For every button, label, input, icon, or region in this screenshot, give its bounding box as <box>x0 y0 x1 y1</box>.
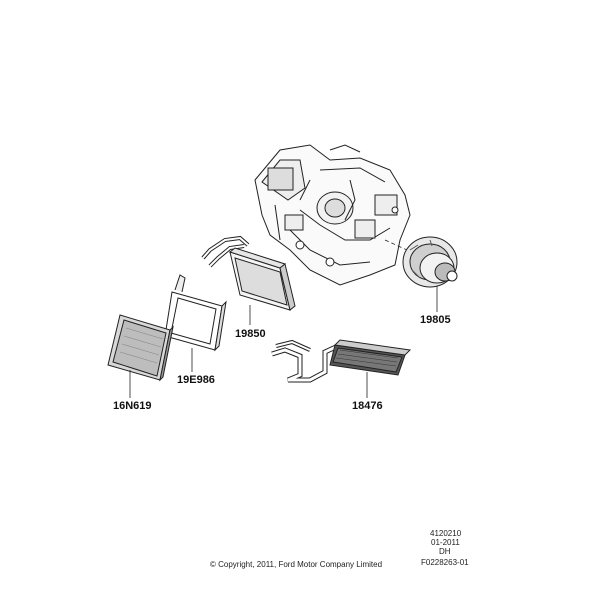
diagram-code: 4120210 <box>430 529 462 538</box>
diagram-date: 01-2011 <box>431 538 460 547</box>
blower-motor <box>402 236 458 288</box>
hvac-housing <box>254 144 411 286</box>
copyright-notice: © Copyright, 2011, Ford Motor Company Li… <box>210 560 383 569</box>
evaporator-seal <box>164 274 227 352</box>
part-label-heater-core: 18476 <box>352 400 383 412</box>
cabin-filter <box>107 314 174 382</box>
diagram-initials: DH <box>439 547 451 556</box>
part-label-evaporator-seal: 19E986 <box>177 374 215 386</box>
diagram-reference: F0228263-01 <box>421 558 469 567</box>
part-label-blower: 19805 <box>420 314 451 326</box>
part-label-cabin-filter: 16N619 <box>113 400 152 412</box>
evaporator-core <box>201 235 296 311</box>
heater-core <box>271 339 412 383</box>
leader-lines <box>129 286 438 398</box>
part-label-evaporator: 19850 <box>235 328 266 340</box>
